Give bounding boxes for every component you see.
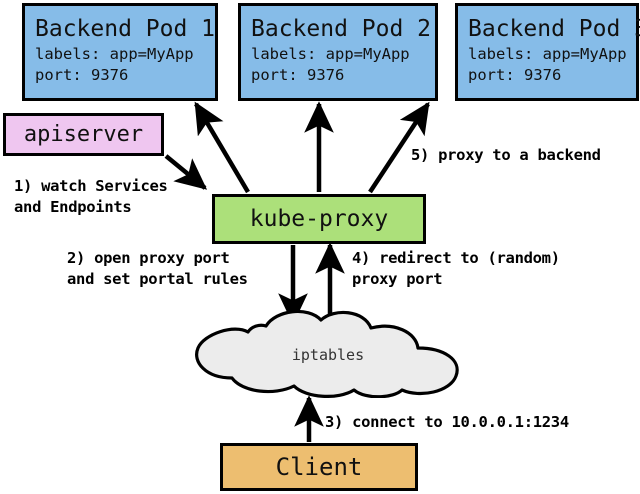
backend-pod-1: Backend Pod 1 labels: app=MyApp port: 93… (22, 3, 218, 101)
annotation-step-3: 3) connect to 10.0.0.1:1234 (325, 413, 569, 431)
backend-pod-3: Backend Pod 3 labels: app=MyApp port: 93… (455, 3, 640, 101)
cloud-shape (195, 309, 459, 398)
annotation-step-2: 2) open proxy port and set portal rules (67, 249, 248, 288)
annotation-step-4: 4) redirect to (random) proxy port (352, 249, 560, 288)
client-label: Client (275, 453, 363, 481)
backend-pod-2: Backend Pod 2 labels: app=MyApp port: 93… (238, 3, 438, 101)
pod-labels: labels: app=MyApp (251, 44, 410, 63)
client-node: Client (220, 443, 418, 491)
annotation-step-1: 1) watch Services and Endpoints (14, 177, 168, 216)
pod-port: port: 9376 (468, 65, 562, 84)
kube-proxy-label: kube-proxy (249, 206, 389, 232)
iptables-cloud: iptables (188, 306, 468, 398)
arrow-apiserver-to-kubeproxy (164, 154, 208, 190)
arrow-kubeproxy-to-pod1 (194, 101, 250, 194)
pod-port: port: 9376 (35, 65, 129, 84)
pod-labels: labels: app=MyApp (468, 44, 627, 63)
iptables-label: iptables (291, 346, 365, 364)
annotation-step-5: 5) proxy to a backend (411, 146, 601, 164)
apiserver-node: apiserver (3, 113, 164, 156)
apiserver-label: apiserver (23, 122, 144, 147)
pod-port: port: 9376 (251, 65, 345, 84)
arrow-kubeproxy-to-pod3 (368, 101, 430, 194)
pod-labels: labels: app=MyApp (35, 44, 194, 63)
pod-title: Backend Pod 2 (251, 15, 432, 42)
kube-proxy-node: kube-proxy (212, 194, 426, 244)
pod-title: Backend Pod 3 (468, 15, 640, 42)
pod-title: Backend Pod 1 (35, 15, 216, 42)
